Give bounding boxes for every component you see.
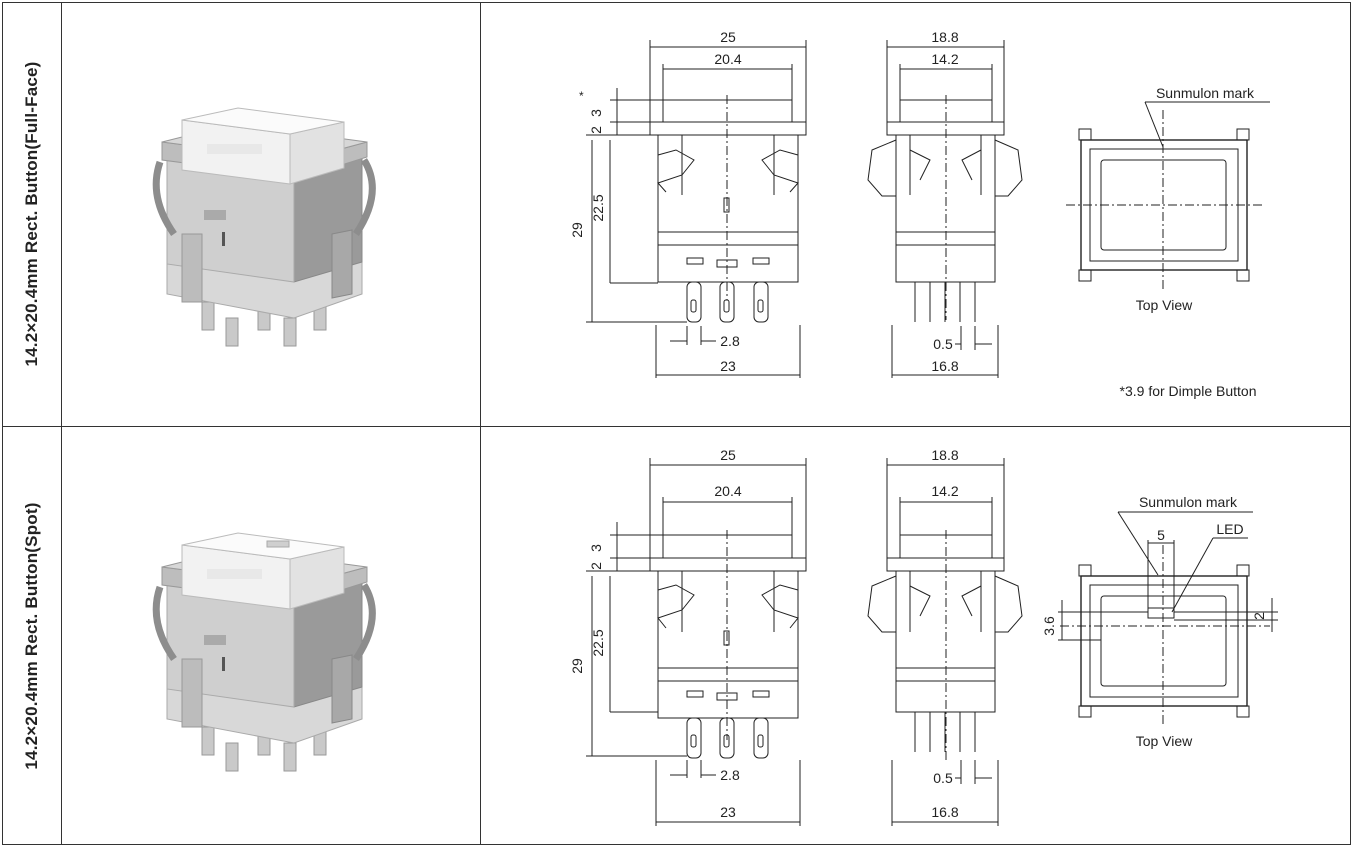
dim-width-20-4: 20.4 — [714, 51, 741, 67]
side-dim-16-8: 16.8 — [931, 358, 958, 374]
sunmulon-mark-label: Sunmulon mark — [1156, 85, 1255, 101]
dim-pitch-2-8: 2.8 — [720, 333, 740, 349]
side-dim-16-8: 16.8 — [931, 804, 958, 820]
technical-drawing: 25 20.4 * 3 2 29 22.5 2.8 23 18.8 14.2 0… — [569, 29, 1270, 399]
sunmulon-mark-label: Sunmulon mark — [1139, 494, 1238, 510]
row-divider — [2, 426, 1351, 427]
dim-width-20-4: 20.4 — [714, 483, 741, 499]
dim-2: 2 — [588, 562, 604, 570]
top-view-caption: Top View — [1136, 297, 1193, 313]
row-label-text: 14.2×20.4mm Rect. Button(Full-Face) — [21, 61, 41, 367]
dim-base-23: 23 — [720, 358, 736, 374]
side-dim-18-8: 18.8 — [931, 447, 958, 463]
dimension-drawing-full-face: 25 20.4 * 3 2 29 22.5 2.8 23 18.8 14.2 0… — [481, 2, 1351, 426]
side-dim-14-2: 14.2 — [931, 51, 958, 67]
dimple-note: *3.9 for Dimple Button — [1120, 383, 1257, 399]
dim-height-22-5: 22.5 — [590, 194, 606, 221]
led-dim-5: 5 — [1157, 527, 1165, 543]
switch-illustration — [152, 107, 376, 347]
product-photo-full-face — [62, 2, 480, 426]
top-dim-2: 2 — [1251, 612, 1267, 620]
dim-star: * — [579, 89, 584, 103]
column-divider-label — [61, 2, 62, 845]
row-label-full-face: 14.2×20.4mm Rect. Button(Full-Face) — [2, 2, 61, 426]
technical-drawing: 25 20.4 3 2 29 22.5 2.8 23 18.8 14.2 0.5… — [569, 447, 1278, 826]
dim-height-29: 29 — [569, 658, 585, 674]
top-dim-3-6: 3.6 — [1041, 616, 1057, 636]
dim-height-22-5: 22.5 — [590, 629, 606, 656]
column-divider-photo — [480, 2, 481, 845]
side-dim-0-5: 0.5 — [933, 336, 953, 352]
product-photo-spot — [62, 427, 480, 845]
dim-pitch-2-8: 2.8 — [720, 767, 740, 783]
dim-2: 2 — [588, 126, 604, 134]
side-dim-0-5: 0.5 — [933, 770, 953, 786]
row-label-spot: 14.2×20.4mm Rect. Button(Spot) — [2, 427, 61, 845]
top-view-caption: Top View — [1136, 733, 1193, 749]
dim-3: 3 — [588, 109, 604, 117]
dim-3: 3 — [588, 544, 604, 552]
side-dim-18-8: 18.8 — [931, 29, 958, 45]
row-label-text: 14.2×20.4mm Rect. Button(Spot) — [21, 502, 41, 770]
dimension-drawing-spot: 25 20.4 3 2 29 22.5 2.8 23 18.8 14.2 0.5… — [481, 427, 1351, 845]
dim-base-23: 23 — [720, 804, 736, 820]
side-dim-14-2: 14.2 — [931, 483, 958, 499]
dim-width-25: 25 — [720, 447, 736, 463]
switch-illustration — [152, 532, 376, 772]
dim-width-25: 25 — [720, 29, 736, 45]
led-label: LED — [1216, 521, 1243, 537]
dim-height-29: 29 — [569, 222, 585, 238]
